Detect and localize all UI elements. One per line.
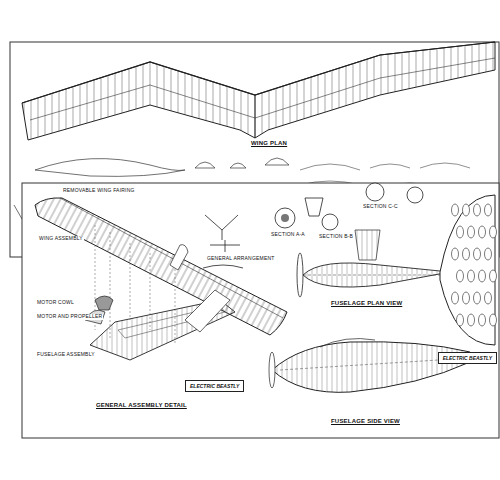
lightening-hole: [463, 204, 470, 216]
drawing-label: SECTION B-B: [318, 234, 354, 240]
lightening-hole: [474, 248, 481, 260]
lightening-hole: [490, 226, 497, 238]
drawing-label: GENERAL ASSEMBLY DETAIL: [95, 402, 188, 409]
title-block: ELECTRIC BEASTLY: [438, 352, 497, 364]
lightening-hole: [485, 204, 492, 216]
drawing-label: SECTION A-A: [270, 232, 306, 238]
lightening-hole: [485, 292, 492, 304]
drawing-label: MOTOR AND PROPELLER: [36, 314, 103, 320]
title-text: ELECTRIC BEASTLY: [443, 355, 492, 361]
title-text: ELECTRIC BEASTLY: [190, 383, 239, 389]
drawing-label: WING ASSEMBLY: [38, 236, 84, 242]
title-block: ELECTRIC BEASTLY: [185, 380, 244, 392]
drawing-label: GENERAL ARRANGEMENT: [206, 256, 276, 262]
lightening-hole: [457, 314, 464, 326]
lightening-hole: [479, 270, 486, 282]
lightening-holes: [452, 204, 497, 326]
lightening-hole: [474, 204, 481, 216]
lightening-hole: [485, 248, 492, 260]
lightening-hole: [457, 270, 464, 282]
lightening-hole: [468, 314, 475, 326]
drawing-label: FUSELAGE ASSEMBLY: [36, 352, 96, 358]
lightening-hole: [468, 270, 475, 282]
lightening-hole: [479, 226, 486, 238]
lightening-hole: [490, 270, 497, 282]
drawing-label: FUSELAGE SIDE VIEW: [330, 418, 401, 425]
lightening-hole: [463, 248, 470, 260]
lightening-hole: [474, 292, 481, 304]
drawing-label: WING PLAN: [250, 140, 288, 147]
lightening-hole: [452, 204, 459, 216]
lightening-hole: [452, 292, 459, 304]
lightening-hole: [463, 292, 470, 304]
drawing-label: REMOVABLE WING FAIRING: [62, 188, 136, 194]
lightening-hole: [468, 226, 475, 238]
drawing-label: FUSELAGE PLAN VIEW: [330, 300, 403, 307]
lightening-hole: [457, 226, 464, 238]
lightening-hole: [452, 248, 459, 260]
assembly-sheet: [22, 183, 499, 438]
lightening-hole: [479, 314, 486, 326]
drawing-label: MOTOR COWL: [36, 300, 75, 306]
drawing-label: SECTION C-C: [362, 204, 399, 210]
lightening-hole: [490, 314, 497, 326]
